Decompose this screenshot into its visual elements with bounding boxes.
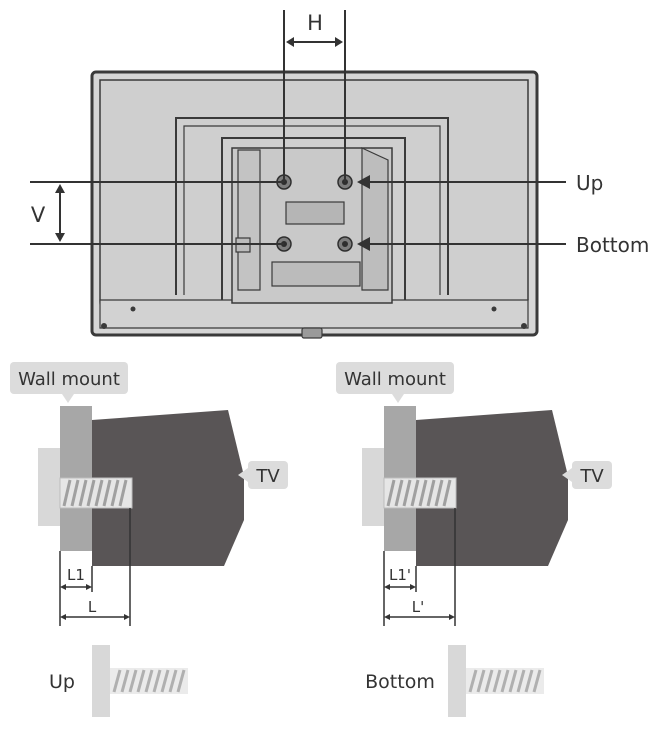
dimension-v-label: V [31, 203, 46, 227]
right-detail: Wall mount TV [336, 362, 612, 626]
tv-arch-outer [175, 117, 449, 295]
left-bracket [38, 448, 60, 526]
dimension-h-label: H [307, 11, 323, 35]
left-l-label: L [88, 598, 97, 616]
right-l-label: L' [412, 598, 424, 616]
corner-screw-right [521, 323, 527, 329]
pointer-up-label: Up [576, 171, 603, 195]
right-mount-callout-text: Wall mount [344, 369, 446, 390]
left-screw [59, 477, 133, 509]
terminal-block [271, 261, 361, 287]
pointer-bottom-label: Bottom [576, 233, 649, 257]
label-plate [285, 201, 345, 225]
right-mount-callout [336, 362, 454, 394]
housing-left-side [237, 149, 261, 291]
right-screw [383, 477, 457, 509]
tv-arch-inner [183, 125, 441, 295]
right-bracket [362, 448, 384, 526]
left-tv-callout [248, 461, 288, 489]
right-tv-callout [572, 461, 612, 489]
left-mount-callout [10, 362, 128, 394]
screw-up-label: Up [49, 671, 75, 693]
bottom-screw-left [130, 306, 136, 312]
dimension-v [30, 181, 284, 245]
right-tv-callout-text: TV [579, 466, 604, 487]
corner-screw-left [101, 323, 107, 329]
left-mount-callout-text: Wall mount [18, 369, 120, 390]
screw-bottom [448, 645, 544, 717]
right-tv-body [416, 410, 568, 566]
tv-bottom-strip [99, 299, 529, 329]
tv-back-view [90, 70, 539, 339]
vesa-hole-bottom-right [337, 236, 353, 252]
dimension-h [283, 10, 346, 182]
tv-center-arch [221, 137, 406, 300]
pointer-up [357, 175, 566, 189]
left-tv-callout-text: TV [255, 466, 280, 487]
tv-neck [301, 327, 323, 339]
left-detail: Wall mount TV [10, 362, 288, 626]
pointer-bottom [357, 237, 566, 251]
bottom-screw-right [491, 306, 497, 312]
left-l1-label: L1 [67, 566, 85, 584]
housing-right-side [361, 147, 389, 291]
screw-bottom-label: Bottom [365, 671, 435, 693]
screw-up [92, 645, 188, 717]
right-l1-label: L1' [389, 566, 411, 584]
